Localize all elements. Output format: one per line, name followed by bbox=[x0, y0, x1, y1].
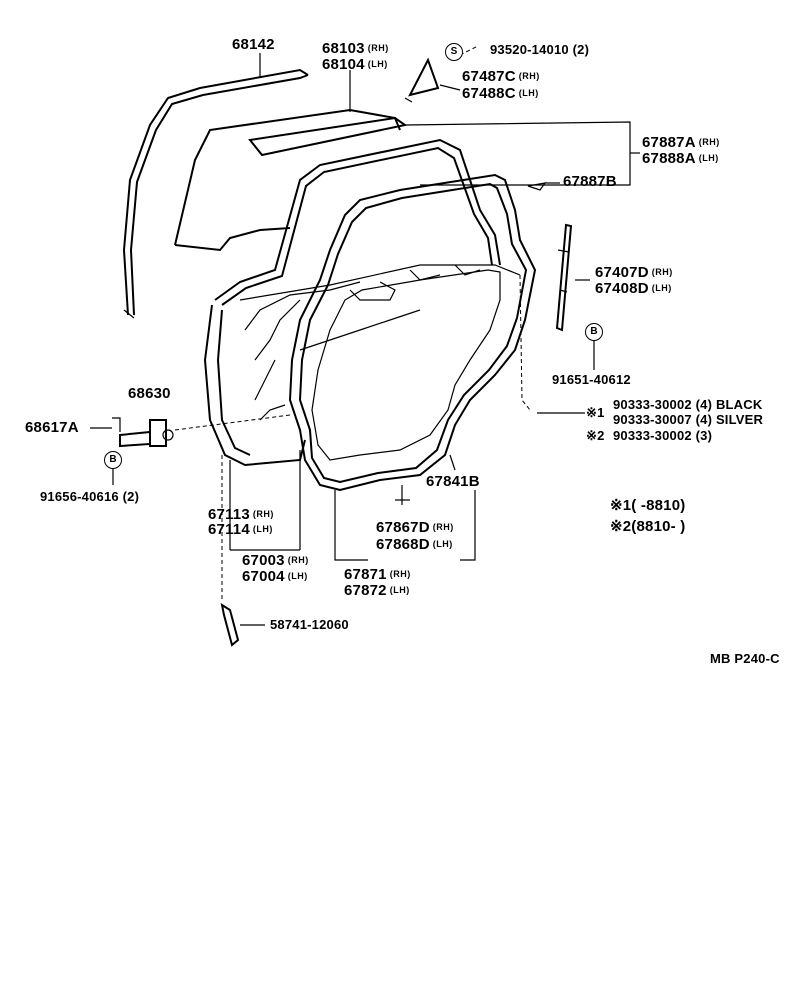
label-67871: 67871(RH) bbox=[344, 566, 411, 583]
label-67888A: 67888A(LH) bbox=[642, 150, 719, 167]
label-67867D: 67867D(RH) bbox=[376, 519, 454, 536]
label-67114: 67114(LH) bbox=[208, 521, 273, 538]
label-67887A: 67887A(RH) bbox=[642, 134, 720, 151]
label-90333-2: 90333-30002 (3) bbox=[613, 428, 713, 443]
run-channel-68142 bbox=[122, 68, 309, 319]
cover-67487C bbox=[404, 57, 440, 103]
label-67408D: 67408D(LH) bbox=[595, 280, 672, 297]
label-67872: 67872(LH) bbox=[344, 582, 410, 599]
page-reference: MB P240-C bbox=[710, 651, 780, 666]
door-hinge-68630 bbox=[112, 417, 174, 448]
belt-moulding-67887A bbox=[248, 116, 408, 157]
clip-67887B bbox=[527, 182, 547, 191]
s-symbol-icon: S bbox=[445, 43, 463, 61]
door-glass-68103 bbox=[174, 108, 401, 252]
label-67487C: 67487C(RH) bbox=[462, 68, 540, 85]
label-67407D: 67407D(RH) bbox=[595, 264, 673, 281]
label-68103: 68103(RH) bbox=[322, 40, 389, 57]
label-67488C: 67488C(LH) bbox=[462, 85, 539, 102]
b-symbol-icon: B bbox=[104, 451, 122, 469]
label-67841B: 67841B bbox=[426, 473, 480, 490]
label-68142: 68142 bbox=[232, 36, 275, 53]
label-68630: 68630 bbox=[128, 385, 171, 402]
label-67113: 67113(RH) bbox=[208, 506, 274, 523]
note-1: ※1( -8810) bbox=[610, 497, 686, 514]
label-67004: 67004(LH) bbox=[242, 568, 308, 585]
label-67003: 67003(RH) bbox=[242, 552, 309, 569]
note-2: ※2(8810- ) bbox=[610, 518, 686, 535]
clip-58741 bbox=[220, 602, 240, 647]
label-93520: 93520-14010 (2) bbox=[490, 42, 590, 57]
clip-67867D bbox=[395, 485, 410, 505]
label-90333-black: 90333-30002 (4) BLACK bbox=[613, 397, 763, 412]
label-58741: 58741-12060 bbox=[270, 617, 349, 632]
door-weatherstrip-67871 bbox=[288, 173, 537, 492]
label-67868D: 67868D(LH) bbox=[376, 536, 453, 553]
marker-1: ※1 bbox=[586, 405, 605, 420]
door-frame-67003 bbox=[203, 138, 521, 467]
label-91651: 91651-40612 bbox=[552, 372, 631, 387]
b-symbol-icon: B bbox=[585, 323, 603, 341]
label-68104: 68104(LH) bbox=[322, 56, 388, 73]
label-90333-silver: 90333-30007 (4) SILVER bbox=[613, 412, 764, 427]
label-68617A: 68617A bbox=[25, 419, 79, 436]
label-91656: 91656-40616 (2) bbox=[40, 489, 140, 504]
division-bar-67407D bbox=[555, 223, 573, 332]
marker-2: ※2 bbox=[586, 428, 605, 443]
weatherstrip-67841B bbox=[311, 269, 501, 461]
label-67887B: 67887B bbox=[563, 173, 617, 190]
